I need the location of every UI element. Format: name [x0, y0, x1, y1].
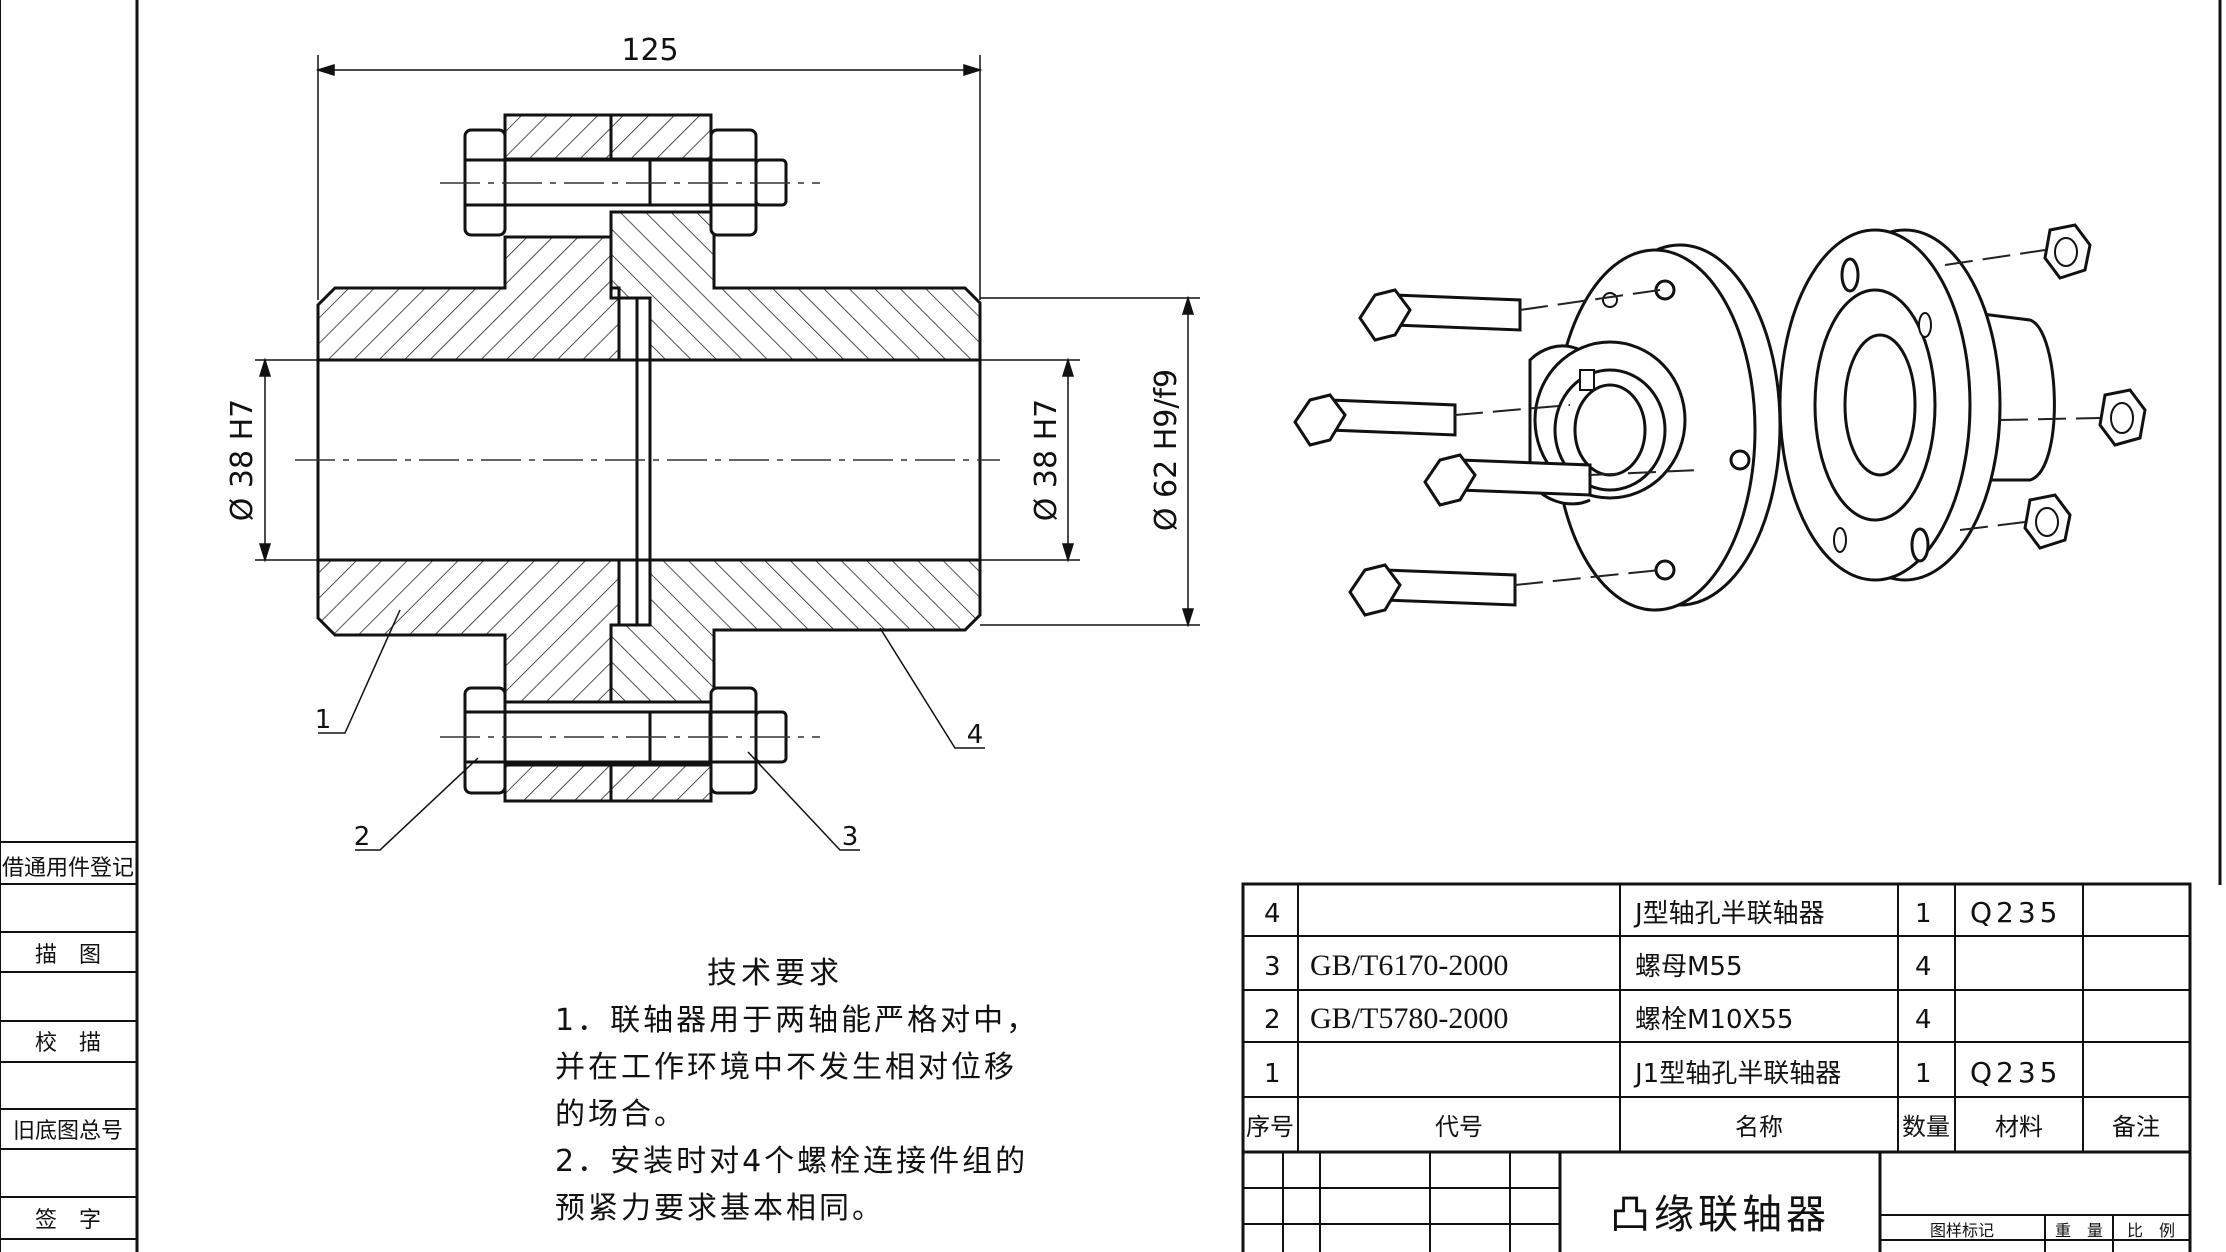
bom-row-2-qty: 4 — [1915, 1005, 1932, 1035]
bom-row-3-qty: 4 — [1915, 952, 1932, 982]
bom-grid — [1241, 882, 2192, 1154]
sidebar-cell-sign: 签 字 — [35, 1208, 101, 1233]
bom-header-no: 序号 — [1246, 1113, 1294, 1141]
bom-header-code: 代号 — [1435, 1113, 1483, 1141]
sidebar-register — [0, 841, 137, 1240]
dim-spigot-fit-label: Ø 62 H9/f9 — [1149, 369, 1184, 531]
sidebar-cell-check: 校 描 — [35, 1031, 101, 1056]
bom-row-4-no: 4 — [1264, 899, 1281, 929]
iso-bolt-1 — [1358, 288, 1522, 342]
bolt-top — [440, 128, 820, 237]
dimension-spigot-fit — [980, 295, 1200, 628]
dim-bore-left-label: Ø 38 H7 — [225, 399, 260, 522]
tech-req-line-5: 预紧力要求基本相同。 — [555, 1191, 885, 1226]
sidebar-labels: 借通用件登记 描 图 校 描 旧底图总号 签 字 — [2, 856, 134, 1233]
sidebar-cell-tracing: 描 图 — [35, 943, 101, 968]
tech-req-line-2: 并在工作环境中不发生相对位移 — [555, 1050, 1017, 1085]
bom-header-name: 名称 — [1735, 1113, 1783, 1141]
half-coupling-left — [316, 235, 621, 362]
tech-req-line-1: 1．联轴器用于两轴能严格对中， — [555, 1003, 1040, 1038]
tech-req-title: 技术要求 — [707, 956, 843, 991]
bom-row-4-qty: 1 — [1915, 899, 1932, 929]
iso-bolt-2 — [1293, 393, 1457, 447]
part-label-4: 4 — [967, 720, 984, 750]
bom-row-4-material: Q235 — [1970, 896, 2061, 929]
title-block-grid — [1241, 1152, 2192, 1252]
iso-bolt-4 — [1348, 563, 1517, 617]
title-col-scale: 比 例 — [2127, 1221, 2175, 1240]
bom-row-2-name: 螺栓M10X55 — [1635, 1005, 1793, 1035]
iso-nut-1 — [2043, 223, 2092, 280]
iso-nut-2 — [2098, 388, 2147, 447]
part-leaders — [318, 609, 985, 851]
part-label-3: 3 — [842, 822, 859, 852]
part-label-2: 2 — [354, 822, 371, 852]
bolt-bottom — [440, 686, 820, 795]
bom-row-3-code: GB/T6170-2000 — [1310, 949, 1508, 982]
drawing-name: 凸缘联轴器 — [1610, 1192, 1830, 1238]
title-col-weight: 重 量 — [2055, 1221, 2103, 1240]
exploded-view-centerlines — [1454, 249, 2101, 586]
bom-row-1-qty: 1 — [1915, 1059, 1932, 1089]
bom-row-1-material: Q235 — [1970, 1056, 2061, 1089]
exploded-view — [1293, 223, 2147, 617]
bom-rows: 4 J型轴孔半联轴器 1 Q235 3 GB/T6170-2000 螺母M55 … — [1246, 896, 2160, 1141]
bom-row-1-no: 1 — [1264, 1059, 1281, 1089]
iso-bolt-3 — [1423, 453, 1592, 507]
technical-requirements: 技术要求 1．联轴器用于两轴能严格对中， 并在工作环境中不发生相对位移 的场合。… — [555, 950, 1040, 1232]
bom-row-2-no: 2 — [1264, 1005, 1281, 1035]
bom-header-qty: 数量 — [1902, 1113, 1950, 1141]
tech-req-line-4: 2．安装时对4个螺栓连接件组的 — [555, 1144, 1029, 1179]
half-coupling-right-lower — [609, 558, 982, 704]
sidebar-cell-old-number: 旧底图总号 — [13, 1119, 123, 1144]
bom-header-material: 材料 — [1995, 1113, 2043, 1141]
half-coupling-left-lower — [316, 558, 621, 704]
sidebar-cell-register: 借通用件登记 — [2, 856, 134, 881]
dimension-overall-length — [315, 55, 983, 300]
bom-row-3-name: 螺母M55 — [1635, 952, 1743, 982]
half-coupling-right — [609, 210, 982, 362]
iso-coupling-right — [1778, 228, 2056, 582]
bom-row-2-code: GB/T5780-2000 — [1310, 1002, 1508, 1035]
dimension-bore-right — [980, 357, 1080, 563]
bom-row-4-name: J型轴孔半联轴器 — [1633, 899, 1825, 929]
section-view: 125 Ø 38 H7 Ø 38 H7 Ø 62 H9/f9 — [225, 33, 1200, 852]
bom-header-note: 备注 — [2112, 1113, 2160, 1141]
bom-row-3-no: 3 — [1264, 952, 1281, 982]
iso-coupling-left — [1528, 243, 1782, 612]
dim-overall-length-label: 125 — [621, 33, 678, 68]
bom-row-1-name: J1型轴孔半联轴器 — [1633, 1059, 1841, 1089]
dim-bore-right-label: Ø 38 H7 — [1029, 399, 1064, 522]
part-label-1: 1 — [315, 705, 332, 735]
dimension-bore-left — [255, 357, 318, 563]
iso-nut-3 — [2023, 493, 2072, 550]
tech-req-line-3: 的场合。 — [555, 1097, 687, 1132]
title-col-mark: 图样标记 — [1930, 1221, 1994, 1240]
